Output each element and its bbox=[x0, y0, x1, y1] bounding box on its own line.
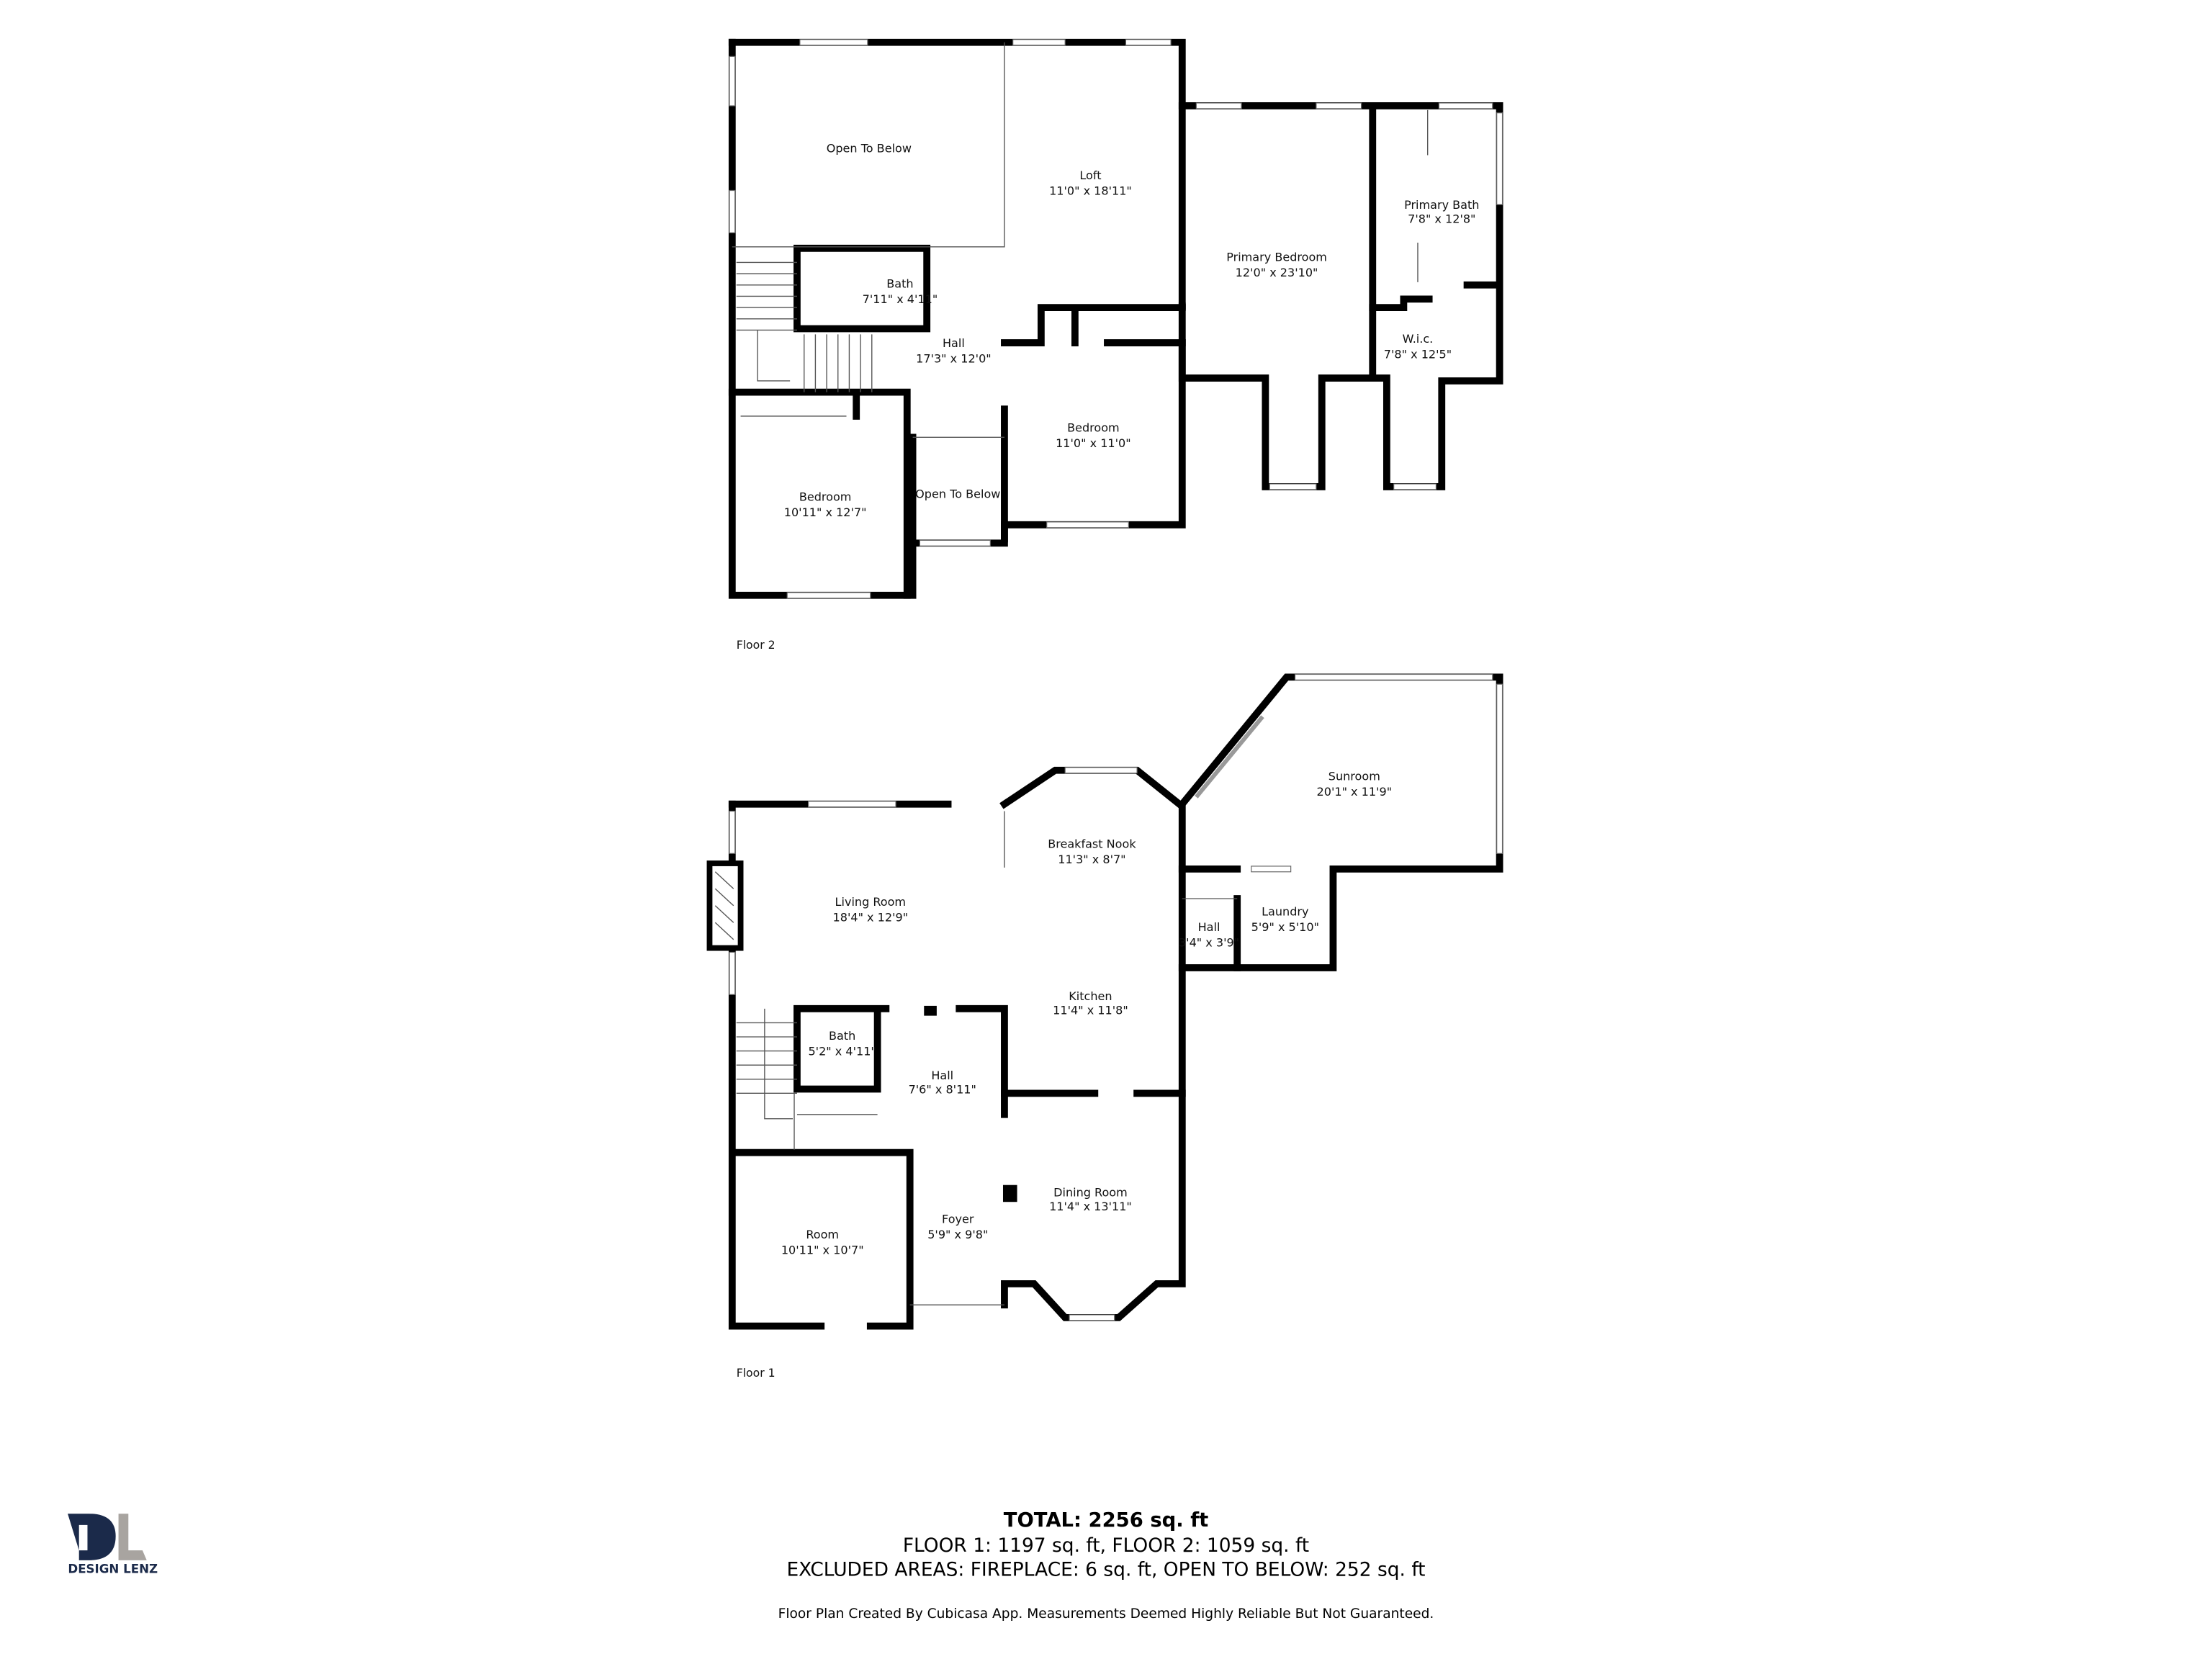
room-hall: Hall bbox=[931, 1069, 953, 1082]
room-bath: Bath bbox=[829, 1029, 855, 1043]
floor-1-plan: Sunroom 20'1" x 11'9" Breakfast Nook 11'… bbox=[706, 673, 1503, 1380]
room-foyer: Foyer bbox=[942, 1213, 974, 1226]
floor-2-room-labels: Open To Below Loft 11'0" x 18'11" Primar… bbox=[784, 142, 1480, 519]
floor-2-plan: Open To Below Loft 11'0" x 18'11" Primar… bbox=[728, 38, 1503, 652]
room-bedroom-2: Bedroom bbox=[799, 490, 852, 504]
room-hall-dims: 7'6" x 8'11" bbox=[909, 1082, 976, 1096]
room-living-room-dims: 18'4" x 12'9" bbox=[833, 910, 909, 924]
floor-2-windows bbox=[729, 39, 1503, 599]
excluded-areas: EXCLUDED AREAS: FIREPLACE: 6 sq. ft, OPE… bbox=[786, 1558, 1425, 1581]
room-living-room: Living Room bbox=[835, 895, 907, 909]
room-primary-bath-dims: 7'8" x 12'8" bbox=[1408, 212, 1475, 226]
room-wic: W.i.c. bbox=[1403, 332, 1434, 346]
floor-areas: FLOOR 1: 1197 sq. ft, FLOOR 2: 1059 sq. … bbox=[903, 1534, 1309, 1557]
floor-1-label: Floor 1 bbox=[737, 1366, 775, 1380]
room-laundry: Laundry bbox=[1262, 905, 1309, 919]
room-breakfast-nook: Breakfast Nook bbox=[1048, 837, 1136, 850]
fireplace bbox=[706, 860, 744, 951]
room-hall: Hall bbox=[943, 336, 965, 350]
room-bath-dims: 7'11" x 4'11" bbox=[863, 292, 938, 306]
room-bedroom-2-dims: 10'11" x 12'7" bbox=[784, 505, 867, 519]
design-lenz-logo: DESIGN LENZ bbox=[68, 1514, 158, 1575]
logo-text: DESIGN LENZ bbox=[68, 1562, 158, 1575]
room-laundry-dims: 5'9" x 5'10" bbox=[1251, 920, 1319, 934]
room-bath: Bath bbox=[886, 277, 913, 291]
room-open-to-below: Open To Below bbox=[827, 142, 912, 156]
floor-2-walls bbox=[728, 38, 1503, 599]
room-bedroom: Bedroom bbox=[1067, 421, 1120, 435]
room-dining-room: Dining Room bbox=[1053, 1185, 1128, 1199]
total-area: TOTAL: 2256 sq. ft bbox=[1004, 1509, 1208, 1532]
room-bath-dims: 5'2" x 4'11" bbox=[808, 1044, 876, 1058]
room-hall-small-dims: 3'4" x 3'9" bbox=[1179, 936, 1239, 950]
room-room: Room bbox=[806, 1228, 839, 1241]
room-hall-small: Hall bbox=[1198, 920, 1220, 934]
floor-1-windows bbox=[729, 673, 1503, 1321]
disclaimer: Floor Plan Created By Cubicasa App. Meas… bbox=[778, 1606, 1434, 1622]
floor-2-label: Floor 2 bbox=[737, 638, 775, 652]
summary-footer: TOTAL: 2256 sq. ft FLOOR 1: 1197 sq. ft,… bbox=[778, 1509, 1434, 1622]
room-loft-dims: 11'0" x 18'11" bbox=[1049, 184, 1132, 197]
floor-1-stairs bbox=[736, 1008, 878, 1150]
room-loft: Loft bbox=[1079, 168, 1101, 182]
room-bedroom-dims: 11'0" x 11'0" bbox=[1056, 436, 1131, 450]
room-breakfast-nook-dims: 11'3" x 8'7" bbox=[1058, 853, 1125, 866]
floor-1-walls bbox=[728, 673, 1503, 1330]
room-primary-bedroom: Primary Bedroom bbox=[1226, 250, 1327, 264]
room-primary-bedroom-dims: 12'0" x 23'10" bbox=[1236, 266, 1318, 279]
column bbox=[1002, 1184, 1017, 1202]
room-dining-room-dims: 11'4" x 13'11" bbox=[1049, 1200, 1132, 1213]
room-primary-bath: Primary Bath bbox=[1404, 198, 1479, 212]
room-kitchen-dims: 11'4" x 11'8" bbox=[1053, 1004, 1128, 1017]
room-hall-dims: 17'3" x 12'0" bbox=[916, 352, 992, 366]
floor-2-stairs bbox=[736, 261, 873, 392]
room-sunroom: Sunroom bbox=[1328, 769, 1380, 783]
floor-1-room-labels: Sunroom 20'1" x 11'9" Breakfast Nook 11'… bbox=[781, 769, 1392, 1256]
room-room-dims: 10'11" x 10'7" bbox=[781, 1244, 864, 1257]
room-open-to-below-2: Open To Below bbox=[915, 487, 1000, 501]
room-foyer-dims: 5'9" x 9'8" bbox=[927, 1228, 988, 1241]
room-wic-dims: 7'8" x 12'5" bbox=[1384, 348, 1452, 361]
room-kitchen: Kitchen bbox=[1069, 989, 1112, 1003]
room-sunroom-dims: 20'1" x 11'9" bbox=[1317, 785, 1393, 799]
